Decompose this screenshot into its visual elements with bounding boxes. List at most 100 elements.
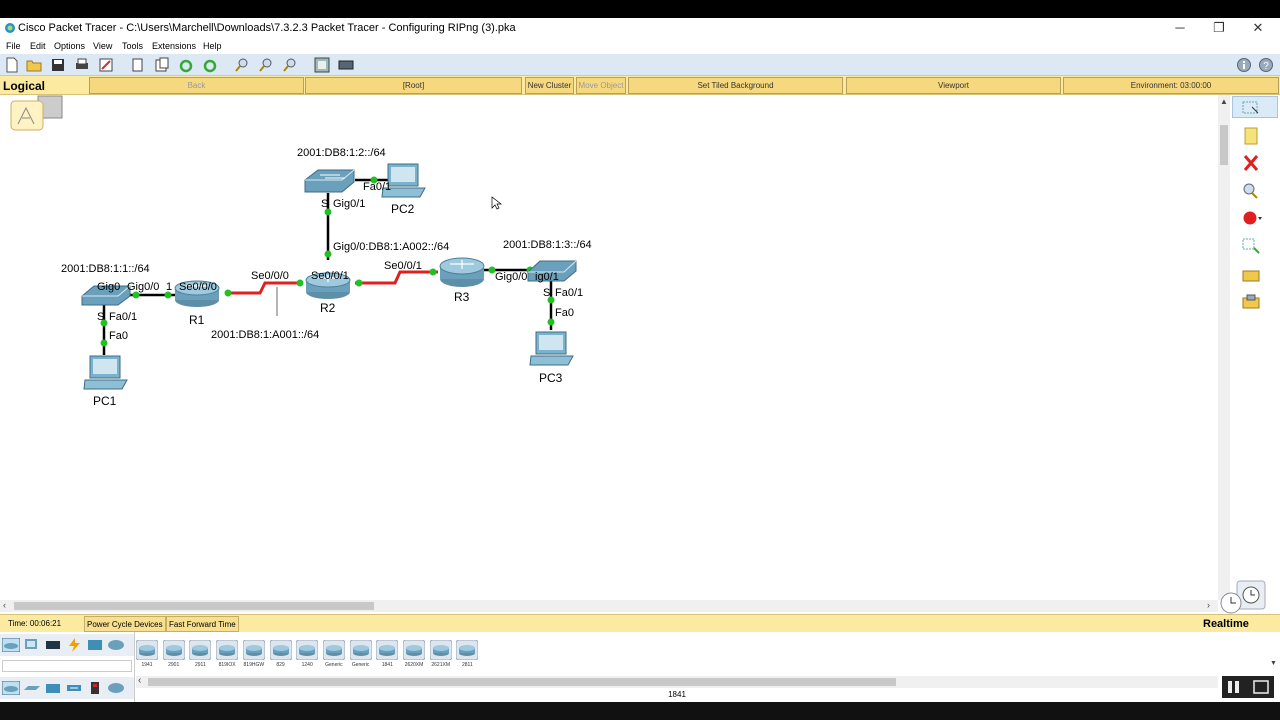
close-button[interactable]: ✕ (1252, 20, 1264, 35)
custom-device-icon[interactable] (338, 57, 354, 73)
misc-category-icon[interactable] (86, 638, 104, 652)
realtime-mode-label[interactable]: Realtime (1203, 618, 1249, 630)
horizontal-scroll-thumb[interactable] (14, 602, 374, 610)
pc1-icon[interactable] (83, 355, 128, 390)
device-model-tile[interactable]: 2620XM (402, 639, 426, 670)
add-simple-pdu-icon[interactable] (1240, 266, 1262, 284)
simulation-clock-icon[interactable] (1236, 580, 1266, 610)
device-model-tile[interactable]: Generic (322, 639, 346, 670)
device-model-tile[interactable]: 1240 (295, 639, 319, 670)
inspect-tool-icon[interactable] (1240, 182, 1262, 200)
help-icon[interactable]: ? (1258, 57, 1274, 73)
menu-tools[interactable]: Tools (122, 41, 144, 51)
device-list-scroll-thumb[interactable] (148, 678, 896, 686)
note-tool-icon[interactable] (1240, 127, 1262, 145)
menu-file[interactable]: File (6, 41, 21, 51)
delete-tool-icon[interactable] (1240, 154, 1262, 172)
copy-icon[interactable] (130, 57, 146, 73)
pc3-icon[interactable] (529, 331, 574, 366)
add-complex-pdu-icon[interactable] (1240, 293, 1262, 311)
network-devices-category-icon[interactable] (2, 638, 20, 652)
routers-subcategory-icon[interactable] (2, 681, 20, 695)
zoom-out-icon[interactable] (282, 57, 298, 73)
select-tool-icon[interactable] (1240, 99, 1262, 117)
viewport-button[interactable]: Viewport (846, 77, 1061, 94)
menu-edit[interactable]: Edit (30, 41, 46, 51)
palette-icon[interactable] (314, 57, 330, 73)
device-model-tile[interactable]: Generic (349, 639, 373, 670)
navigation-overview-icon[interactable] (10, 95, 63, 131)
device-model-tile[interactable]: 1841 (375, 639, 399, 670)
new-file-icon[interactable] (4, 57, 20, 73)
menu-help[interactable]: Help (203, 41, 222, 51)
device-search-box[interactable] (2, 660, 132, 672)
common-tools-panel (1230, 95, 1280, 615)
pause-icon[interactable] (1228, 681, 1239, 693)
realtime-mode-icon[interactable] (1219, 591, 1243, 615)
print-icon[interactable] (74, 57, 90, 73)
port-label-pc1-fa0: Fa0 (109, 330, 128, 342)
menu-view[interactable]: View (93, 41, 113, 51)
minimize-button[interactable]: ─ (1175, 20, 1185, 35)
device-model-tile[interactable]: 819HGW (242, 639, 266, 670)
menu-options[interactable]: Options (54, 41, 86, 51)
new-cluster-button[interactable]: New Cluster (525, 77, 574, 94)
router-r2-icon[interactable] (305, 272, 351, 299)
router-r1-icon[interactable] (174, 280, 220, 307)
device-model-tile[interactable]: 2901 (162, 639, 186, 670)
device-panel-scroll-icon[interactable]: ▼ (1270, 660, 1277, 667)
hubs-subcategory-icon[interactable] (44, 681, 62, 695)
activity-wizard-icon[interactable] (98, 57, 114, 73)
zoom-in-icon[interactable] (234, 57, 250, 73)
switch-s2-icon[interactable] (304, 169, 355, 193)
logical-workspace-canvas[interactable]: 2001:DB8:1:2::/64 2001:DB8:1:1::/64 2001… (0, 95, 1218, 600)
switches-subcategory-icon[interactable] (23, 681, 41, 695)
switch-s3-icon[interactable] (527, 260, 577, 282)
fast-forward-time-button[interactable]: Fast Forward Time (166, 616, 239, 632)
redo-icon[interactable] (202, 57, 218, 73)
device-model-tile[interactable]: 819IOX (215, 639, 239, 670)
scroll-left-arrow-icon[interactable]: ‹ (3, 600, 6, 610)
info-icon[interactable] (1236, 57, 1252, 73)
pc2-icon[interactable] (381, 163, 426, 198)
root-button[interactable]: [Root] (305, 77, 522, 94)
device-model-tile[interactable]: 2911 (188, 639, 212, 670)
device-model-tile[interactable]: 2621XM (429, 639, 453, 670)
router-r3-icon[interactable] (439, 257, 485, 287)
environment-button[interactable]: Environment: 03:00:00 (1063, 77, 1279, 94)
fullscreen-icon[interactable] (1253, 680, 1269, 694)
resize-shape-tool-icon[interactable] (1240, 236, 1262, 254)
power-cycle-devices-button[interactable]: Power Cycle Devices (84, 616, 166, 632)
connections-category-icon[interactable] (65, 638, 83, 652)
back-button[interactable]: Back (89, 77, 304, 94)
switch-s1-icon[interactable] (81, 285, 131, 306)
maximize-button[interactable]: ❐ (1213, 20, 1225, 35)
move-object-button[interactable]: Move Object (576, 77, 626, 94)
multiuser-category-icon[interactable] (107, 638, 125, 652)
save-icon[interactable] (50, 57, 66, 73)
vertical-scroll-thumb[interactable] (1220, 125, 1228, 165)
end-devices-category-icon[interactable] (23, 638, 41, 652)
components-category-icon[interactable] (44, 638, 62, 652)
security-subcategory-icon[interactable] (86, 681, 104, 695)
undo-icon[interactable] (178, 57, 194, 73)
draw-ellipse-tool-icon[interactable] (1240, 209, 1262, 227)
wireless-subcategory-icon[interactable] (65, 681, 83, 695)
device-list-scrollbar[interactable]: ‹ (136, 675, 1218, 688)
zoom-reset-icon[interactable] (258, 57, 274, 73)
paste-icon[interactable] (154, 57, 170, 73)
device-scroll-left-icon[interactable]: ‹ (138, 675, 142, 686)
menu-extensions[interactable]: Extensions (152, 41, 197, 51)
logical-tab[interactable]: Logical (3, 79, 46, 93)
wan-emulation-subcategory-icon[interactable] (107, 681, 125, 695)
scroll-right-arrow-icon[interactable]: › (1207, 600, 1210, 610)
set-tiled-background-button[interactable]: Set Tiled Background (628, 77, 843, 94)
vertical-scrollbar[interactable]: ▲ (1218, 95, 1230, 600)
horizontal-scrollbar[interactable]: ‹ › (0, 600, 1218, 612)
scroll-up-arrow-icon[interactable]: ▲ (1220, 97, 1228, 106)
device-model-tile[interactable]: 829 (269, 639, 292, 670)
device-model-tile[interactable]: 1941 (135, 639, 159, 670)
device-model-tile[interactable]: 2811 (455, 639, 479, 670)
open-folder-icon[interactable] (26, 57, 42, 73)
